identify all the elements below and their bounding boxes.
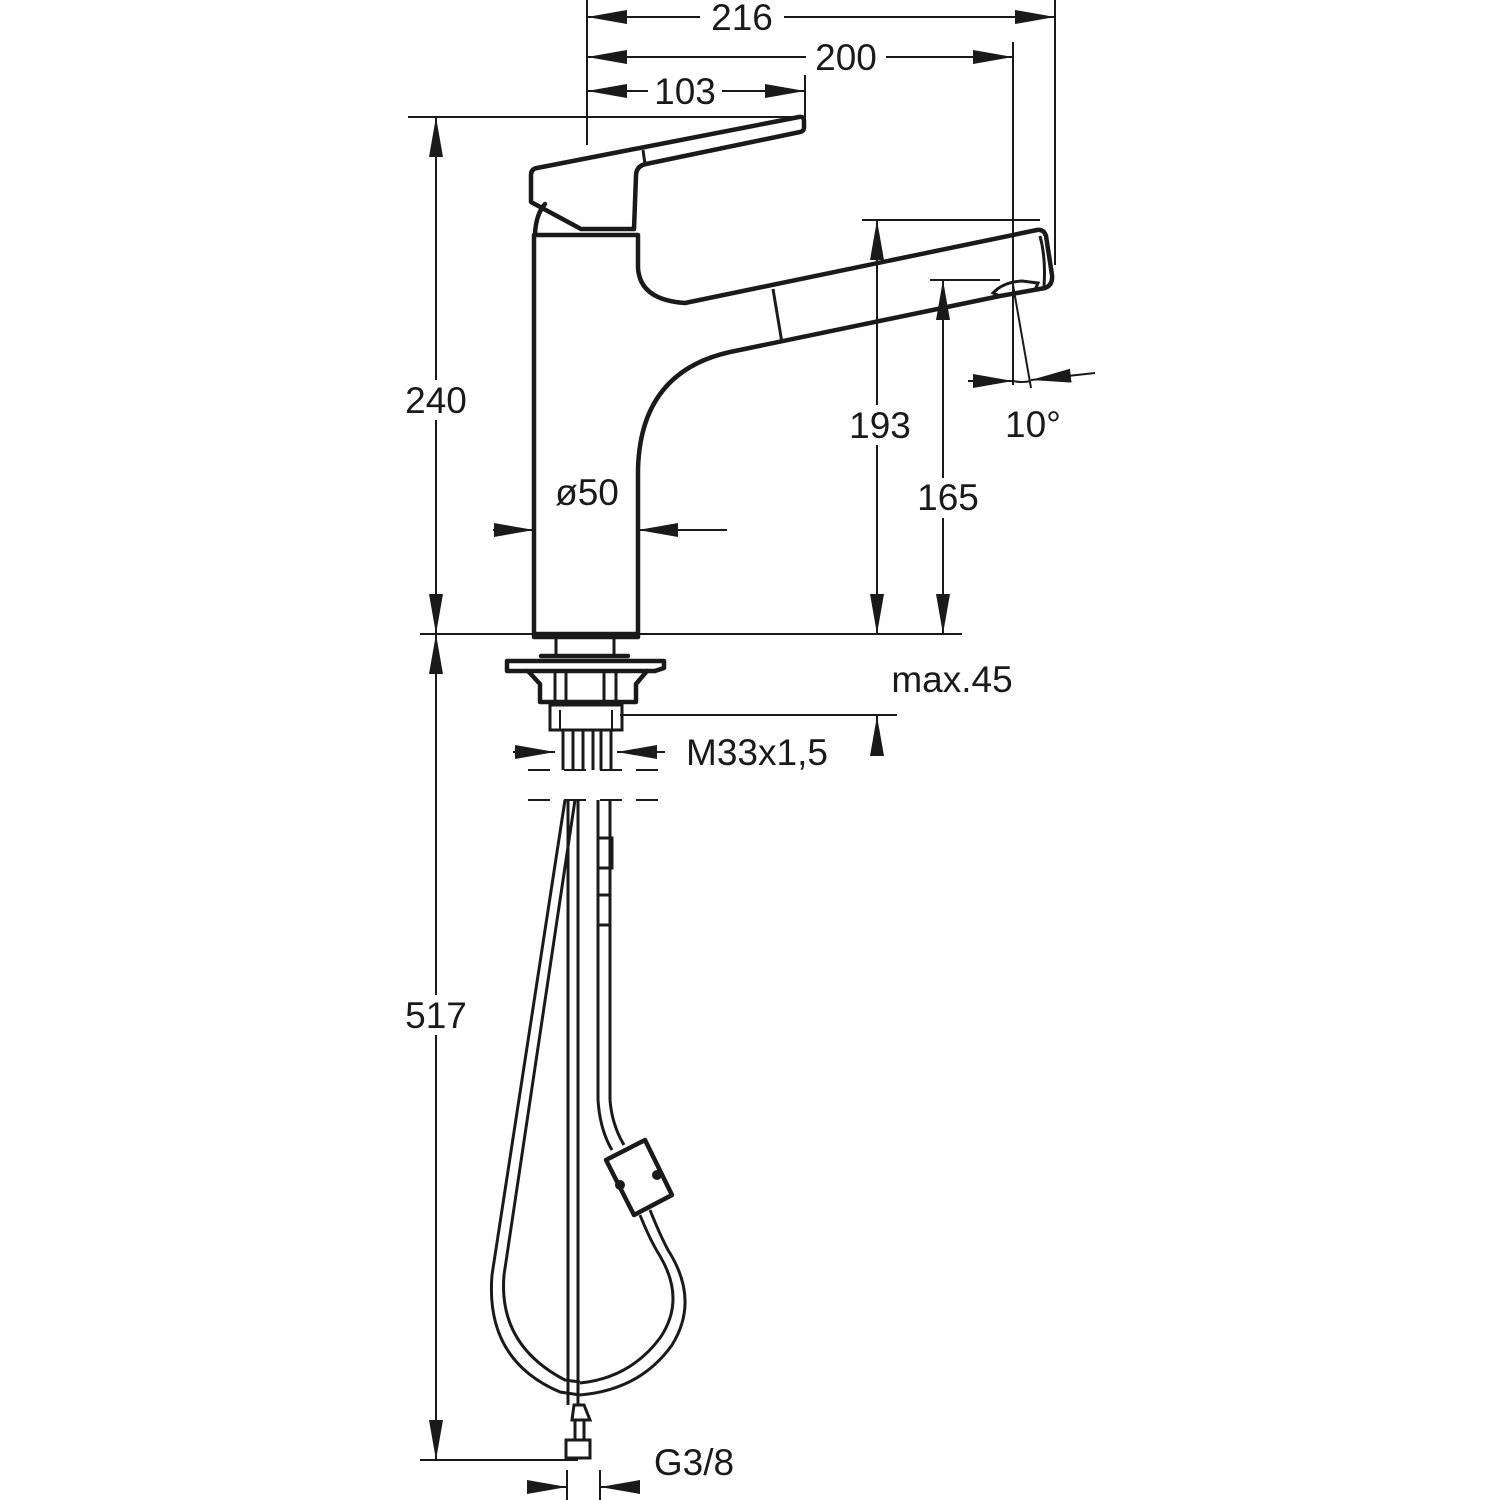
dim-200: 200 [815,37,877,78]
dim-max45: max.45 [891,659,1012,700]
faucet-outline [420,114,1055,637]
fitting [564,1403,593,1460]
body [531,227,1055,637]
washer [504,658,667,674]
nut [525,668,650,705]
dim-517: 517 [405,995,467,1036]
hoses [489,799,687,1460]
dim-thread: M33x1,5 [686,732,828,773]
dim-103: 103 [654,71,716,112]
spout-seam [771,288,784,344]
lever-seam [641,149,647,165]
hose-weight [603,1137,675,1218]
lever [528,114,807,232]
dim-216: 216 [711,0,773,38]
dim-diameter-50: ø50 [555,472,619,513]
dim-10deg: 10° [1005,404,1061,445]
dimension-labels: 216 200 103 240 517 193 165 10° ø50 max.… [398,0,1061,1483]
dimension-lines [408,0,1096,1500]
dim-165: 165 [917,477,979,518]
mounting-set [504,631,667,801]
dim-connection: G3/8 [654,1442,734,1483]
dim-193: 193 [849,405,911,446]
dim-240: 240 [405,380,467,421]
